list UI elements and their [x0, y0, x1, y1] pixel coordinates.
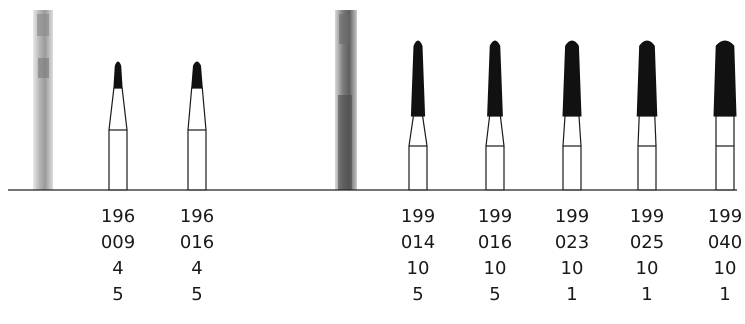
- bur-199-023: [563, 41, 581, 190]
- bur-label-line: 10: [383, 256, 453, 282]
- bur-label-line: 199: [690, 204, 745, 230]
- bur-label-line: 1: [690, 282, 745, 308]
- bur-label-line: 199: [383, 204, 453, 230]
- bur-label-line: 199: [460, 204, 530, 230]
- bur-label-line: 4: [83, 256, 153, 282]
- bur-label-line: 5: [460, 282, 530, 308]
- bur-label-line: 014: [383, 230, 453, 256]
- bur-label-line: 016: [460, 230, 530, 256]
- bur-199-025: [637, 41, 657, 190]
- bur-196-009: [109, 62, 127, 190]
- bur-label-line: 196: [83, 204, 153, 230]
- bur-label-line: 196: [162, 204, 232, 230]
- bur-label-line: 040: [690, 230, 745, 256]
- bur-shapes: [109, 41, 736, 190]
- reference-shank-right: [335, 10, 357, 190]
- bur-199-016: [486, 41, 504, 190]
- bur-199-040: [714, 41, 736, 190]
- bur-label-line: 5: [83, 282, 153, 308]
- bur-label-line: 199: [612, 204, 682, 230]
- reference-shank-left: [33, 10, 53, 190]
- bur-label-line: 1: [537, 282, 607, 308]
- bur-label-line: 10: [690, 256, 745, 282]
- bur-label-line: 199: [537, 204, 607, 230]
- bur-label-column: 199023101: [537, 204, 607, 308]
- bur-label-column: 199014105: [383, 204, 453, 308]
- bur-label-line: 10: [460, 256, 530, 282]
- bur-label-line: 023: [537, 230, 607, 256]
- bur-label-line: 016: [162, 230, 232, 256]
- bur-label-line: 009: [83, 230, 153, 256]
- bur-label-line: 10: [537, 256, 607, 282]
- bur-199-014: [409, 41, 427, 190]
- bur-label-column: 199040101: [690, 204, 745, 308]
- bur-label-line: 1: [612, 282, 682, 308]
- bur-label-column: 199016105: [460, 204, 530, 308]
- bur-label-line: 5: [383, 282, 453, 308]
- bur-label-column: 199025101: [612, 204, 682, 308]
- bur-label-line: 5: [162, 282, 232, 308]
- bur-label-column: 19600945: [83, 204, 153, 308]
- bur-196-016: [188, 62, 206, 190]
- bur-label-line: 025: [612, 230, 682, 256]
- bur-label-line: 10: [612, 256, 682, 282]
- bur-label-line: 4: [162, 256, 232, 282]
- bur-label-column: 19601645: [162, 204, 232, 308]
